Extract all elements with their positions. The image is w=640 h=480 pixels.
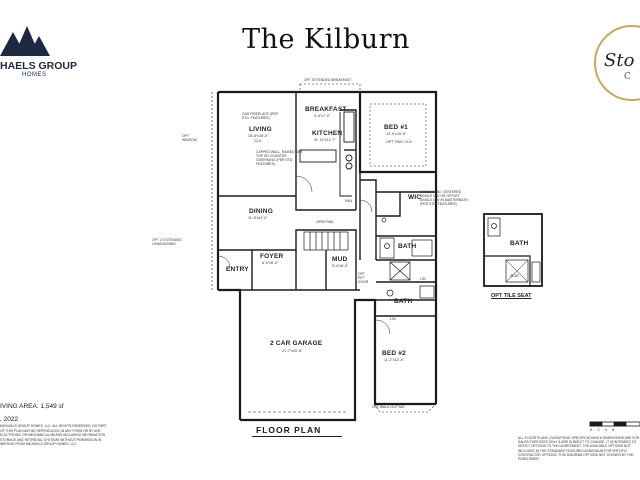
- room-living-dim: 15'-8"x18'-0": [248, 134, 269, 138]
- room-mud: MUD: [332, 256, 348, 263]
- room-wic: WIC: [408, 194, 422, 201]
- room-bed2: BED #2: [382, 350, 406, 357]
- staircase: [303, 231, 349, 251]
- opt-tile-seat-label: OPT TILE SEAT: [491, 293, 532, 299]
- tray-ceiling: [369, 103, 427, 167]
- room-linen-hall: LIN: [390, 317, 396, 321]
- living-area-text: IVING AREA: 1,549 sf: [0, 403, 64, 410]
- note-open-rail: OPEN RAIL: [316, 220, 335, 224]
- floor-plan-label: FLOOR PLAN: [256, 425, 322, 435]
- plan-date: , 2022: [0, 416, 19, 423]
- disclaimer-notice: ALL FLOOR PLANS, ELEVATIONS, SPECIFICATI…: [518, 436, 640, 462]
- company-logo-subtext: HOMES: [22, 72, 47, 78]
- room-kitchen: KITCHEN: [312, 130, 343, 137]
- living-clg: CLG: [254, 139, 262, 143]
- right-logo-subtext: C: [624, 72, 632, 82]
- note-opt-walkout: OPT WALK-OUT BAY: [372, 405, 406, 409]
- room-linen: LIN: [420, 277, 426, 281]
- room-bath-hall: BATH: [394, 298, 413, 305]
- mountain-logo-icon: [0, 26, 50, 56]
- note-opt-extended-living: OPT 2' EXTENDED LIVING/DINING: [152, 238, 182, 246]
- room-dining-dim: 11'-8"x11'-0": [248, 216, 268, 220]
- room-garage: 2 CAR GARAGE: [270, 340, 323, 347]
- note-opt-breakfast: OPT EXTENDED BREAKFAST: [304, 78, 352, 82]
- room-foyer: FOYER: [260, 253, 284, 260]
- company-logo-text: HAELS GROUP: [0, 60, 78, 72]
- plan-title: The Kilburn: [242, 24, 410, 55]
- scale-bar-marks: 0 2 4 8: [590, 427, 617, 432]
- bed1-walls: [359, 91, 437, 173]
- room-breakfast: BREAKFAST: [305, 106, 347, 113]
- bed1-tray-note: OPT TRAY CLG: [386, 140, 412, 144]
- note-double-lav: DOUBLE LAV, CENTERED SINGLE LAV OR OFFSE…: [420, 190, 468, 206]
- floor-plan-underline: [252, 436, 342, 437]
- room-dining: DINING: [249, 208, 273, 215]
- room-garage-dim: 21'-7"x20'-8": [282, 349, 303, 353]
- note-capped-wall: CAPPED WALL, RAISED BAR TOP OR COUNTER O…: [256, 150, 303, 166]
- room-living: LIVING: [249, 126, 272, 133]
- room-mud-dim: 5'-4"x6'-0": [332, 264, 349, 268]
- note-opt-pet-door: OPT PET DOOR: [358, 272, 369, 284]
- copyright-notice: MICHAELS GROUP HOMES, LLC. ALL RIGHTS RE…: [0, 424, 107, 446]
- room-bed1-dim: 13'-0"x15'-0": [386, 132, 407, 136]
- room-seat: SEAT: [510, 274, 520, 278]
- opt-tile-seat-drawing: [483, 213, 543, 287]
- note-opt-window: OPT WINDOW: [182, 134, 197, 142]
- room-bed1: BED #1: [384, 124, 408, 131]
- room-bed2-dim: 11'-2"x12'-4": [384, 358, 404, 362]
- room-bath-alt: BATH: [510, 240, 529, 247]
- room-breakfast-dim: 9'-4"x7'-0": [314, 114, 331, 118]
- room-pantry: PAN: [345, 199, 353, 203]
- room-entry: ENTRY: [226, 266, 249, 273]
- right-logo-text: Sto: [604, 50, 635, 71]
- room-foyer-dim: 6'-0"x6'-0": [262, 261, 279, 265]
- note-gas-fireplace: GAS FIREPLACE (PER STD. FEATURES): [242, 112, 278, 120]
- gold-circle-logo-icon: [594, 25, 640, 101]
- scale-bar: [589, 421, 640, 427]
- room-kitchen-dim: 11'-10"x12'-7": [314, 138, 336, 142]
- room-bath-master: BATH: [398, 243, 417, 250]
